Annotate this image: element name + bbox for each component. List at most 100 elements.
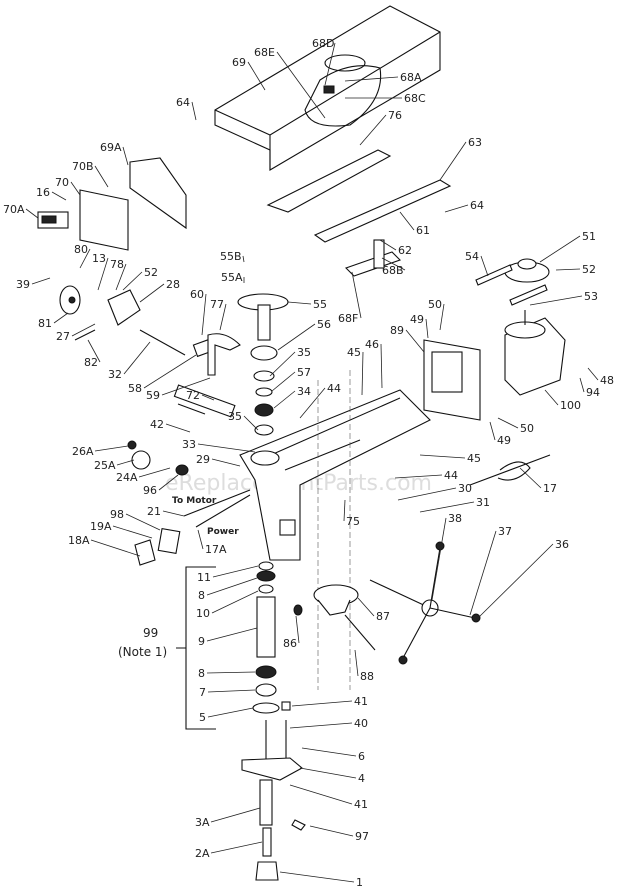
leader-line — [70, 181, 81, 196]
leader-line — [115, 263, 127, 291]
leader-line — [25, 208, 39, 219]
leader-line — [431, 517, 447, 601]
part-label: 77 — [210, 298, 224, 311]
leader-line — [71, 323, 96, 337]
leader-line — [242, 255, 245, 263]
leader-line — [291, 700, 353, 707]
part-label: 44 — [327, 382, 341, 395]
column — [293, 370, 376, 690]
leader-line — [344, 76, 399, 82]
part-label: 41 — [354, 798, 368, 811]
part-label: 13 — [92, 252, 106, 265]
part-label: 45 — [347, 346, 361, 359]
part-label: 6 — [358, 750, 365, 763]
leader-line — [380, 343, 383, 389]
part-label: 34 — [297, 385, 311, 398]
part-label: 31 — [476, 496, 490, 509]
leader-line — [207, 689, 256, 693]
leader-line — [357, 597, 375, 617]
part-label: 56 — [317, 318, 331, 331]
leader-line — [211, 458, 241, 467]
leader-line — [122, 271, 143, 291]
leader-line — [405, 329, 425, 353]
leader-line — [379, 239, 397, 251]
part-label: 51 — [582, 230, 596, 243]
leader-line — [397, 487, 457, 501]
part-label: 21 — [147, 505, 161, 518]
leader-line — [210, 841, 263, 854]
leader-line — [191, 101, 197, 121]
part-label: 70 — [55, 176, 69, 189]
leader-line — [419, 454, 466, 459]
leader-line — [489, 421, 496, 441]
leader-line — [399, 211, 415, 231]
leader-line — [197, 529, 204, 550]
part-label: 75 — [346, 515, 360, 528]
mounting-plates — [266, 149, 452, 277]
leader-line — [201, 394, 215, 401]
part-label: 32 — [108, 368, 122, 381]
part-label: 9 — [198, 635, 205, 648]
part-label: 82 — [84, 356, 98, 369]
belt-cover — [214, 5, 441, 171]
leader-line — [289, 784, 353, 805]
part-label: 52 — [582, 263, 596, 276]
part-label: 39 — [16, 278, 30, 291]
part-label: 3A — [195, 816, 210, 829]
part-label: 68D — [312, 37, 334, 50]
part-label: 57 — [297, 366, 311, 379]
part-label: 58 — [128, 382, 142, 395]
leader-line — [162, 510, 185, 517]
feed-handles — [369, 541, 481, 665]
feed-hub-parts — [59, 285, 241, 418]
leader-line — [309, 825, 354, 837]
part-label: 76 — [388, 109, 402, 122]
leader-line — [277, 323, 316, 351]
leader-line — [394, 474, 443, 479]
leader-line — [53, 312, 69, 324]
part-label: 64 — [470, 199, 484, 212]
part-label: 28 — [166, 278, 180, 291]
leader-line — [201, 293, 207, 336]
leader-line — [94, 165, 109, 188]
leader-line — [519, 467, 542, 489]
part-label: 50 — [520, 422, 534, 435]
part-label: 68F — [338, 312, 358, 325]
leader-line — [276, 51, 326, 119]
part-label: 26A — [72, 445, 94, 458]
leader-line — [299, 387, 326, 419]
part-label: 10 — [196, 607, 210, 620]
leader-line — [477, 543, 554, 619]
part-label: 89 — [390, 324, 404, 337]
part-label: 49 — [497, 434, 511, 447]
part-label: 63 — [468, 136, 482, 149]
part-label: 68E — [254, 46, 275, 59]
part-label: 69 — [232, 56, 246, 69]
leader-line — [212, 565, 259, 578]
spindle-pulley-stack — [237, 293, 289, 457]
part-label: 87 — [376, 610, 390, 623]
leader-line — [97, 257, 109, 291]
leader-line — [529, 295, 583, 306]
leader-line — [247, 61, 266, 91]
leader-line — [295, 615, 300, 644]
leader-line — [555, 268, 581, 271]
part-label: 19A — [90, 520, 112, 533]
switch-parts — [127, 440, 251, 566]
leader-line — [301, 747, 357, 757]
part-label: 48 — [600, 374, 614, 387]
leader-line — [299, 767, 357, 779]
part-label: 37 — [498, 525, 512, 538]
part-label: 1 — [356, 876, 363, 889]
leader-line — [587, 367, 599, 381]
leader-line — [51, 191, 67, 201]
part-label: 86 — [283, 637, 297, 650]
leader-line — [211, 590, 259, 614]
leader-line — [207, 707, 254, 718]
part-label: 55A — [221, 271, 243, 284]
part-label: 11 — [197, 571, 211, 584]
part-label: 70B — [72, 160, 94, 173]
leader-line — [138, 467, 171, 478]
leader-line — [273, 390, 296, 409]
part-label: 40 — [354, 717, 368, 730]
